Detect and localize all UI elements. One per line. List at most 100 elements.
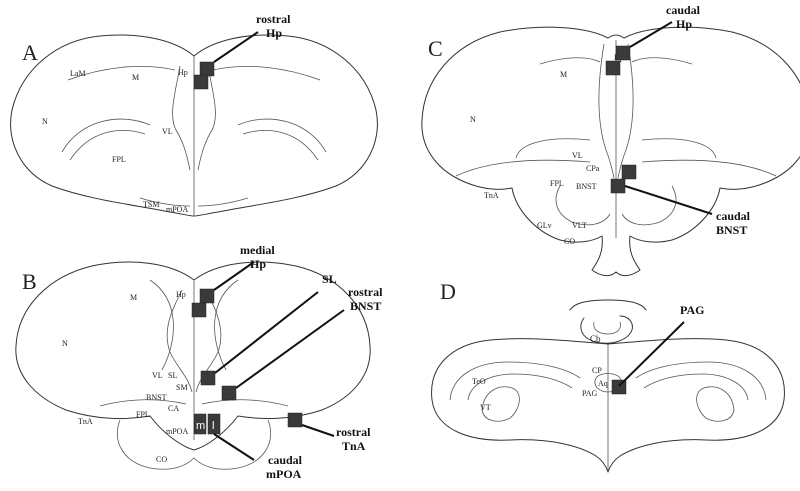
panel-b-leader-rostral-bnst: [235, 309, 345, 389]
panel-b-label-tna: TnA: [78, 417, 93, 426]
panel-b-label-fpl: FPL: [136, 410, 150, 419]
panel-b-sample-square: [287, 412, 303, 428]
panel-a-label-tsm: TSM: [143, 200, 159, 209]
panel-c-label-vlt: VLT: [572, 221, 587, 230]
panel-c-sample-square: [621, 164, 637, 180]
panel-a-label-n: N: [42, 117, 48, 126]
panel-c-callout-caudal-hp-line2: Hp: [676, 17, 692, 31]
panel-b-callout-caudal-mpoa-line1: caudal: [268, 453, 303, 467]
panel-d-ventricle: [481, 386, 735, 422]
panel-a-label-m: M: [132, 73, 139, 82]
panel-b-callout-rostral-tna-line1: rostral: [336, 425, 371, 439]
panel-a-sample-square: [199, 61, 215, 77]
panel-b-square-label-m: m: [196, 420, 205, 432]
panel-b-label-m: M: [130, 293, 137, 302]
panel-d-cerebellum-inner: [593, 321, 621, 335]
panel-c-ventricle: [598, 43, 634, 179]
panel-c-sample-square: [605, 60, 621, 76]
panel-a: A LaM M Hp N VL FPL TSM mPOA rostral Hp: [10, 12, 378, 217]
panel-b-leader-medial-hp: [213, 261, 255, 291]
panel-b-arcs: [99, 279, 289, 407]
panel-d-tectum-inner: [449, 361, 767, 401]
panel-b-leader-caudal-mpoa: [213, 433, 255, 461]
panel-b-label-n: N: [62, 339, 68, 348]
panel-b-sample-square: [200, 370, 216, 386]
panel-b-sample-square-m: [193, 413, 207, 435]
panel-c-sample-square: [610, 178, 626, 194]
panel-d-label-aq: Aq: [598, 379, 608, 388]
panel-c-leader-caudal-hp: [629, 21, 673, 48]
panel-a-base: [139, 197, 249, 207]
panel-b-callout-medial-hp-line1: medial: [240, 243, 275, 257]
panel-b-leader-rostral-tna: [301, 424, 335, 437]
panel-c-callout-caudal-bnst-line1: caudal: [716, 209, 751, 223]
panel-d-label-cb: Cb: [590, 334, 601, 344]
panel-a-ventricle: [172, 65, 216, 171]
panel-b-label-ca: CA: [168, 404, 179, 413]
panel-b: B M Hp N VL SL SM BNST CA TnA FPL mPOA C…: [15, 243, 383, 481]
panel-d-cerebellum: [569, 299, 647, 344]
panel-b-sample-square: [199, 288, 215, 304]
panel-c-label-glv: GLv: [537, 221, 552, 230]
panel-d-label-pag: PAG: [582, 389, 597, 398]
panel-b-callout-caudal-mpoa-line2: mPOA: [266, 467, 302, 481]
panel-b-sample-square: [221, 385, 237, 401]
panel-d-label-vt: VT: [480, 403, 491, 412]
panel-b-brain-outline: [15, 261, 371, 451]
panel-c-label-bnst: BNST: [576, 182, 597, 191]
panel-b-callout-sl: SL: [322, 272, 337, 286]
panel-b-label-vl: VL: [152, 371, 163, 380]
panel-b-label-hp: Hp: [176, 290, 186, 299]
panel-a-label-lam: LaM: [70, 69, 86, 78]
panel-b-label-sm: SM: [176, 383, 188, 392]
panel-b-square-label-l: l: [212, 420, 214, 432]
panel-c-leader-caudal-bnst: [624, 185, 713, 215]
panel-c-label-m: M: [560, 70, 567, 79]
panel-d-label-teo: TeO: [472, 377, 486, 386]
panel-c-label-cpa: CPa: [586, 164, 600, 173]
panel-a-lamina: [67, 66, 321, 81]
panel-c-label-fpl: FPL: [550, 179, 564, 188]
panel-a-letter: A: [22, 40, 38, 65]
panel-c-callout-caudal-hp-line1: caudal: [666, 3, 701, 17]
panel-d-callout-pag: PAG: [680, 303, 704, 317]
panel-b-label-mpoa: mPOA: [166, 427, 188, 436]
panel-c-label-n: N: [470, 115, 476, 124]
panel-b-sample-square: [191, 302, 207, 318]
panel-a-sample-square: [193, 74, 209, 90]
panel-d-label-cp: CP: [592, 366, 602, 375]
panel-c-letter: C: [428, 36, 443, 61]
panel-c-sample-square: [615, 45, 631, 61]
panel-b-callout-rostral-bnst-line1: rostral: [348, 285, 383, 299]
panel-a-label-vl: VL: [162, 127, 173, 136]
panel-c-lamina: [539, 57, 693, 65]
panel-d: D Cb TeO CP Aq VT PAG PAG: [431, 279, 785, 473]
panel-a-callout-rostral-hp-line1: rostral: [256, 12, 291, 26]
panel-c-arcs: [455, 138, 777, 177]
panel-b-callout-rostral-tna-line2: TnA: [342, 439, 366, 453]
panel-a-label-mpoa: mPOA: [166, 205, 188, 214]
panel-a-fpl-arcs: [61, 118, 327, 161]
panel-c-callout-caudal-bnst-line2: BNST: [716, 223, 747, 237]
panel-b-label-sl: SL: [168, 371, 177, 380]
panel-d-letter: D: [440, 279, 456, 304]
panel-d-tectum-outline: [431, 338, 785, 473]
panel-b-callout-medial-hp-line2: Hp: [250, 257, 266, 271]
panel-b-leader-sl: [214, 291, 319, 374]
panel-b-callout-rostral-bnst-line2: BNST: [350, 299, 381, 313]
panel-c-label-tna: TnA: [484, 191, 499, 200]
panel-d-leader-pag: [618, 321, 685, 387]
panel-a-label-hp: Hp: [178, 68, 188, 77]
panel-b-label-bnst: BNST: [146, 393, 167, 402]
panel-b-lower-lobe: [116, 419, 272, 470]
panel-a-leader-rostral-hp: [213, 31, 259, 63]
panel-b-label-co: CO: [156, 455, 167, 464]
panel-a-label-fpl: FPL: [112, 155, 126, 164]
panel-a-callout-rostral-hp-line2: Hp: [266, 26, 282, 40]
panel-c: C Hp M N VL CPa BNST FPL TnA GLv VLT CO …: [421, 3, 800, 277]
panel-c-thalamus: [555, 185, 677, 226]
panel-c-label-co: CO: [564, 237, 575, 246]
panel-b-letter: B: [22, 269, 37, 294]
panel-c-label-vl: VL: [572, 151, 583, 160]
